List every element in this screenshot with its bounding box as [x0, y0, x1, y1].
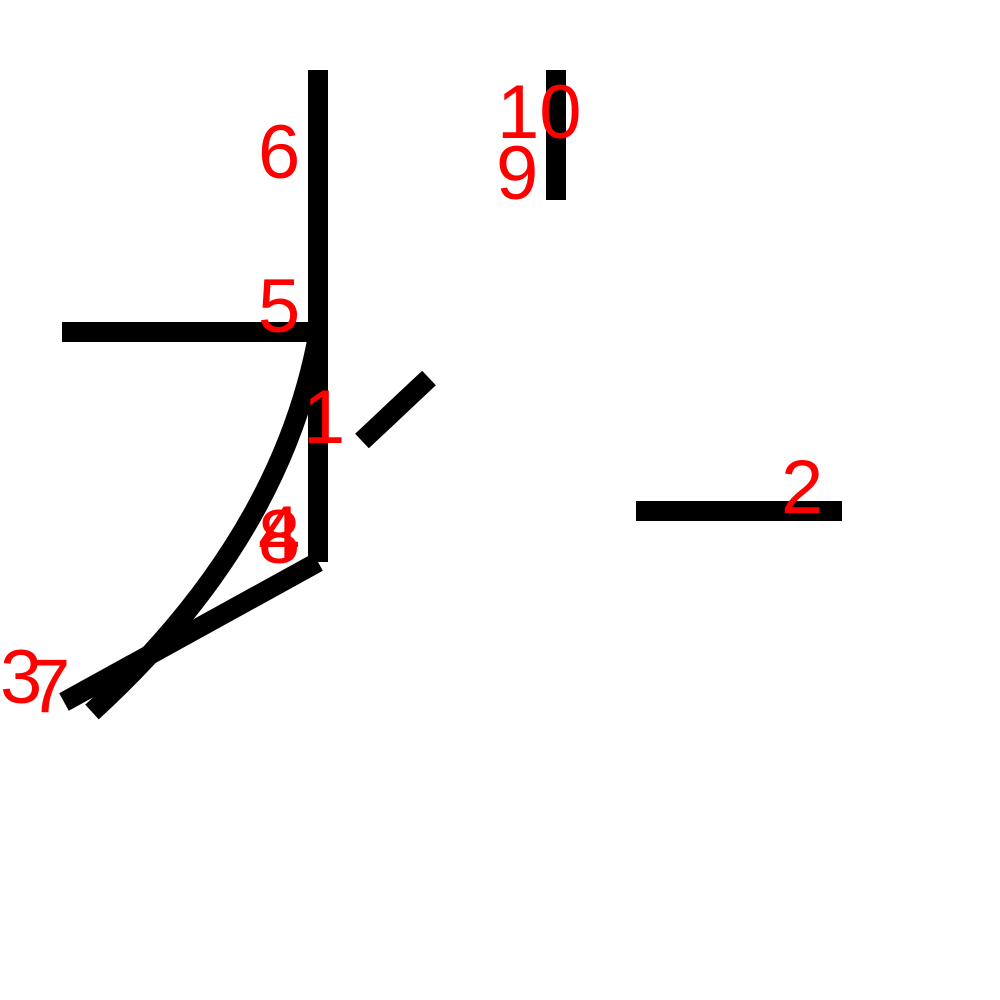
label-5: 5 [258, 264, 300, 349]
stroke-curve [85, 334, 328, 720]
stroke-diagonal-short [355, 370, 436, 449]
label-8: 8 [258, 495, 300, 580]
label-1: 1 [303, 375, 345, 460]
label-3: 3 [0, 635, 42, 720]
label-2: 2 [781, 445, 823, 530]
label-4: 4 [258, 491, 300, 576]
stroke-diagonal-lower [59, 553, 323, 711]
label-9: 9 [496, 131, 538, 216]
label-6: 6 [258, 110, 300, 195]
label-7: 7 [28, 644, 70, 729]
label-10: 10 [497, 70, 582, 155]
